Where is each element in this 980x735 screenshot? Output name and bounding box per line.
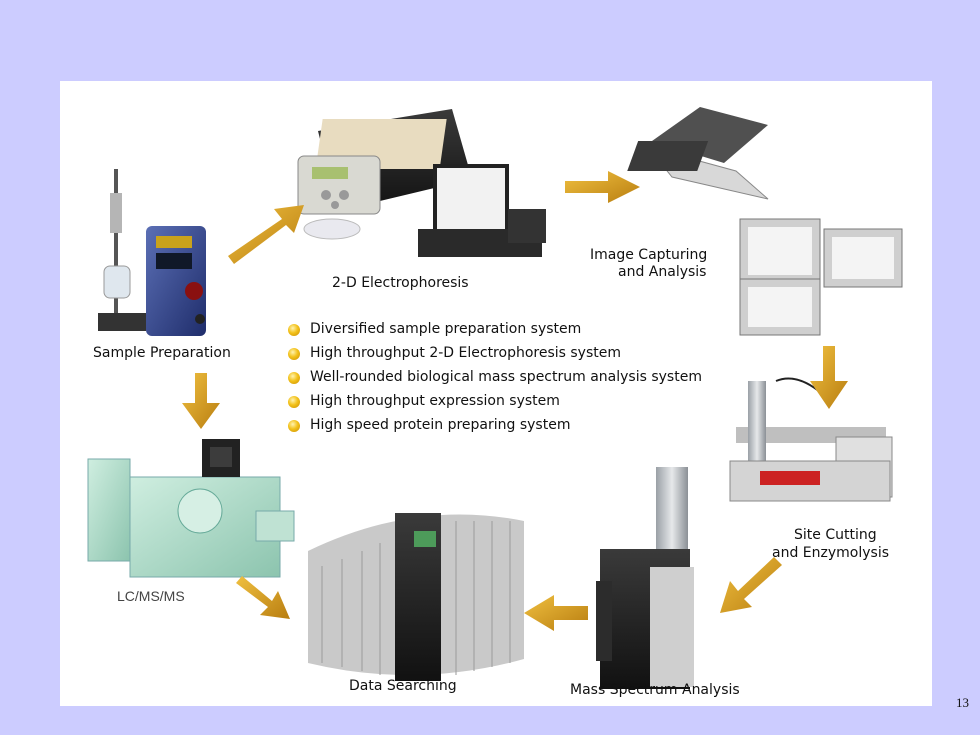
bullet-item: High throughput 2-D Electrophoresis syst… bbox=[286, 343, 702, 367]
bullet-icon bbox=[288, 348, 300, 360]
arrow-scanner-to-site-cutting bbox=[810, 346, 848, 409]
data-server-instrument bbox=[308, 513, 524, 681]
label-site-cutting-line1: Site Cutting bbox=[794, 527, 877, 543]
label-data-searching: Data Searching bbox=[349, 678, 457, 694]
label-lcmsms: LC/MS/MS bbox=[117, 588, 185, 604]
arrow-mass-spectrum-to-data-search bbox=[524, 595, 588, 631]
page-number: 13 bbox=[956, 695, 969, 710]
bullet-icon bbox=[288, 324, 300, 336]
bullet-item: Diversified sample preparation system bbox=[286, 319, 702, 343]
flow-arrows bbox=[182, 171, 848, 631]
label-mass-spectrum: Mass Spectrum Analysis bbox=[570, 682, 740, 698]
label-site-cutting-line2: and Enzymolysis bbox=[772, 545, 889, 561]
arrow-site-cutting-to-mass-spectrum bbox=[720, 557, 782, 613]
feature-bullet-list: Diversified sample preparation system Hi… bbox=[286, 319, 702, 439]
lcmsms-instrument bbox=[87, 439, 295, 578]
bullet-item: High throughput expression system bbox=[286, 391, 702, 415]
bullet-icon bbox=[288, 372, 300, 384]
bullet-icon bbox=[288, 420, 300, 432]
site-cutting-instrument bbox=[729, 377, 893, 502]
label-image-capturing-line2: and Analysis bbox=[618, 264, 707, 280]
arrow-sample-to-electrophoresis bbox=[228, 205, 304, 264]
arrow-electrophoresis-to-scanner bbox=[565, 171, 640, 203]
label-electrophoresis: 2-D Electrophoresis bbox=[332, 275, 469, 291]
arrow-lcmsms-to-data-search bbox=[236, 576, 290, 619]
bullet-item: Well-rounded biological mass spectrum an… bbox=[286, 367, 702, 391]
scanner-instrument bbox=[627, 107, 903, 336]
label-sample-preparation: Sample Preparation bbox=[93, 345, 231, 361]
electrophoresis-instrument bbox=[297, 109, 546, 257]
bullet-icon bbox=[288, 396, 300, 408]
sample-preparation-instrument bbox=[98, 169, 206, 336]
arrow-sample-to-lcmsms bbox=[182, 373, 220, 429]
bullet-item: High speed protein preparing system bbox=[286, 415, 702, 439]
mass-spectrometer-instrument bbox=[596, 467, 694, 689]
label-image-capturing-line1: Image Capturing bbox=[590, 247, 708, 263]
workflow-illustrations bbox=[87, 107, 903, 689]
diagram-panel: Sample Preparation 2-D Electrophoresis I… bbox=[60, 81, 932, 706]
